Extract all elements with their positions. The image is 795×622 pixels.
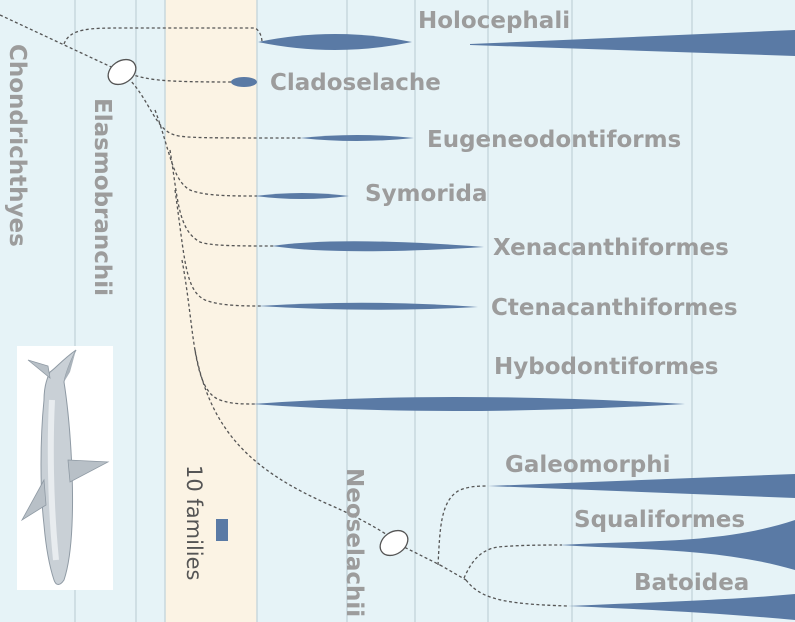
branch-holocephali <box>63 27 263 45</box>
spindle-eugeneo <box>300 135 414 141</box>
label-xenacanthiformes: Xenacanthiformes <box>493 235 729 261</box>
branch-symorida <box>154 109 258 197</box>
spindle-ctenacanth <box>258 302 478 310</box>
label-neoselachii: Neoselachii <box>341 468 367 617</box>
spindle-symorida <box>255 193 349 199</box>
branch-hybodont <box>181 259 256 405</box>
tree-branches <box>0 14 569 607</box>
highlight-time-band <box>165 0 257 622</box>
branch-neoselachii <box>194 349 393 539</box>
label-holocephali: Holocephali <box>418 8 570 34</box>
branch-xenacanth <box>169 149 276 247</box>
branch-ctenacanth <box>174 189 263 307</box>
diversity-spindles <box>231 30 795 620</box>
label-chondrichthyes: Chondrichthyes <box>4 44 30 247</box>
spindle-cladoselache <box>231 77 257 87</box>
neoselachii-node <box>379 529 409 557</box>
shark-illustration <box>17 346 113 590</box>
label-eugeneodontiforms: Eugeneodontiforms <box>427 127 681 153</box>
label-symorida: Symorida <box>365 181 488 207</box>
branch-galeomorphi <box>437 485 489 566</box>
label-squaliformes: Squaliformes <box>574 507 745 533</box>
spindle-holocephali-early <box>258 34 412 50</box>
elasmobranchii-node <box>107 58 137 86</box>
label-elasmobranchii: Elasmobranchii <box>89 98 115 296</box>
branch-cladoselache <box>129 73 233 83</box>
scale-legend-swatch <box>216 519 228 541</box>
branch-eugeneo <box>127 77 303 139</box>
time-gridlines <box>74 0 693 622</box>
branch-squaliformes <box>463 544 563 579</box>
spindle-squaliformes <box>560 520 795 570</box>
spindle-hybodont <box>252 397 685 411</box>
label-hybodontiformes: Hybodontiformes <box>494 354 718 380</box>
spindle-xenacanth <box>272 241 484 252</box>
scale-legend-label: 10 families <box>182 465 206 580</box>
spindle-batoidea <box>568 594 795 620</box>
branch-batoidea <box>465 579 569 607</box>
branch-neo-continue <box>399 544 441 566</box>
spindle-galeomorphi <box>488 474 795 498</box>
label-batoidea: Batoidea <box>634 570 749 596</box>
label-galeomorphi: Galeomorphi <box>505 452 671 478</box>
root-branch <box>0 14 123 73</box>
spindle-holocephali-late <box>470 30 795 56</box>
label-ctenacanthiformes: Ctenacanthiformes <box>491 295 738 321</box>
label-cladoselache: Cladoselache <box>270 70 441 96</box>
